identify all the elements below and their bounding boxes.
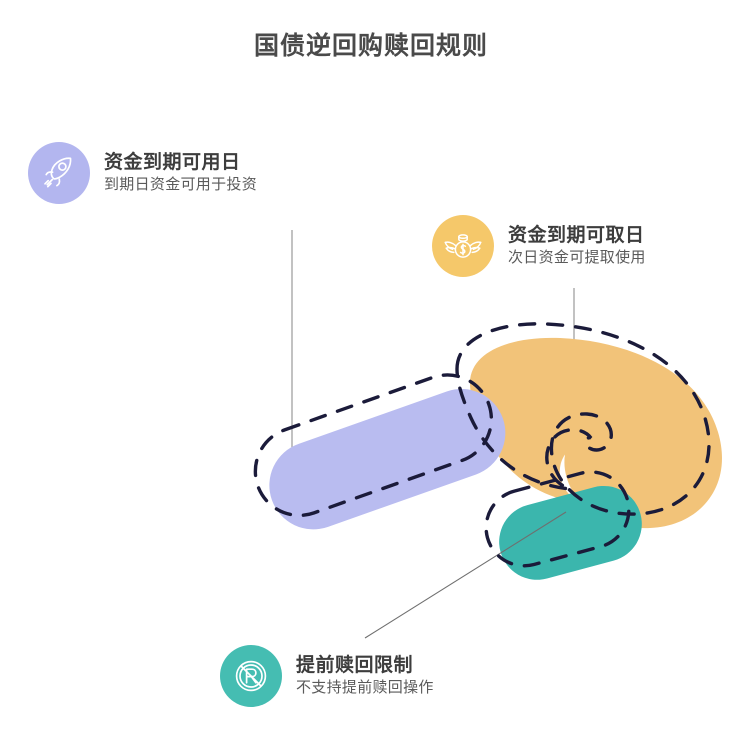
label-heading-restriction: 提前赎回限制: [296, 654, 414, 676]
purple-capsule-fill-group: [269, 388, 506, 530]
purple-dashed-outline: [253, 373, 494, 518]
label-heading-withdrawable: 资金到期可取日: [508, 224, 645, 246]
label-subtitle-restriction: 不支持提前赎回操作: [296, 679, 434, 697]
label-text-withdrawable: 资金到期可取日 次日资金可提取使用: [508, 225, 646, 268]
label-text-available: 资金到期可用日 到期日资金可用于投资: [104, 152, 257, 195]
label-subtitle-withdrawable: 次日资金可提取使用: [508, 249, 646, 267]
no-early-redemption-icon: [235, 660, 267, 692]
purple-capsule-fill: [269, 388, 506, 530]
label-heading-available: 资金到期可用日: [104, 151, 241, 173]
label-group-restriction: 提前赎回限制 不支持提前赎回操作: [220, 645, 434, 707]
label-group-available: 资金到期可用日 到期日资金可用于投资: [28, 142, 257, 204]
rocket-icon: [44, 157, 72, 188]
label-group-withdrawable: 资金到期可取日 次日资金可提取使用: [432, 215, 646, 277]
dashed-outlines: [253, 322, 711, 568]
teal-connector-line: [364, 511, 567, 639]
label-subtitle-available: 到期日资金可用于投资: [104, 176, 258, 194]
winged-coin-icon: [444, 234, 482, 258]
rocket-icon-badge: [28, 142, 90, 204]
teal-dashed-outline: [484, 470, 631, 568]
page-title: 国债逆回购赎回规则: [253, 32, 488, 60]
orange-dashed-outline: [455, 322, 711, 516]
winged-coin-icon-badge: [432, 215, 494, 277]
no-early-redemption-icon-badge: [220, 645, 282, 707]
label-text-restriction: 提前赎回限制 不支持提前赎回操作: [296, 655, 434, 698]
